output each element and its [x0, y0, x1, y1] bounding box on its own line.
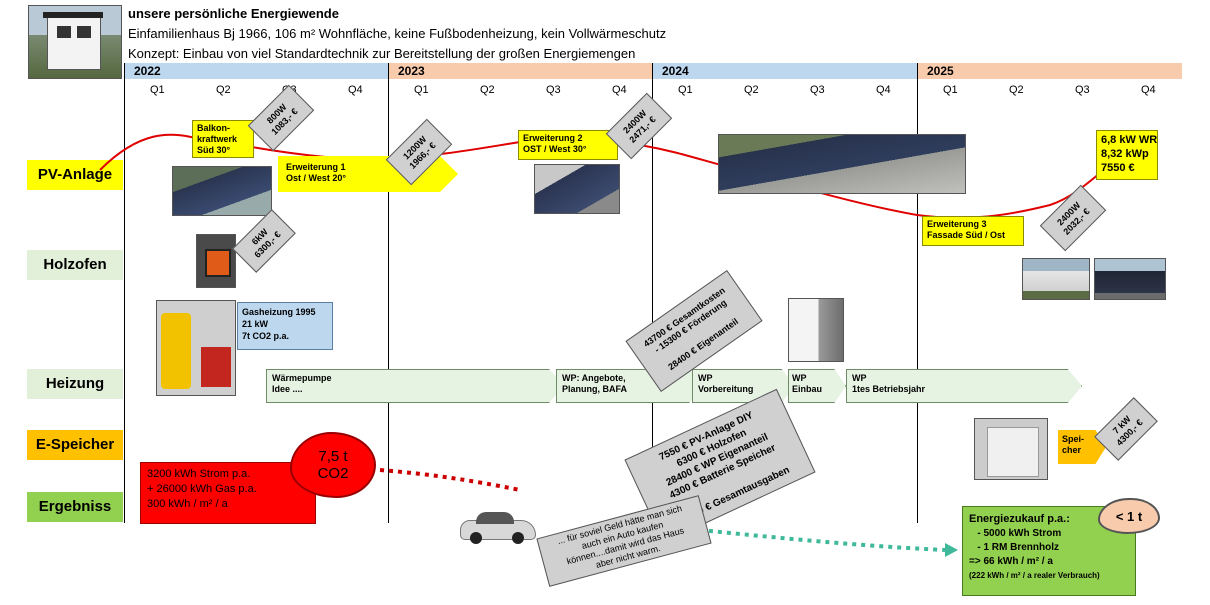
- holzofen-photo: [196, 234, 236, 288]
- ergebnis-before-box: 3200 kWh Strom p.a. + 26000 kWh Gas p.a.…: [140, 462, 316, 524]
- heizung-step-angebote-arrow: [556, 369, 704, 403]
- q4-2022: Q4: [348, 84, 363, 96]
- year-2025: 2025: [917, 63, 1182, 79]
- small-co2-cloud: < 1 t: [1098, 498, 1160, 534]
- year-2023: 2023: [388, 63, 652, 79]
- q2-2025: Q2: [1009, 84, 1024, 96]
- row-label-speicher: E-Speicher: [27, 430, 123, 460]
- speicher-photo: [974, 418, 1048, 480]
- divider-2022: [124, 63, 125, 523]
- small-co2-cloud-text: < 1 t: [1115, 508, 1143, 524]
- heizung-step-betrieb: WP 1tes Betriebsjahr: [852, 373, 926, 394]
- co2-dotted-line: [379, 468, 521, 492]
- subtitle-house: Einfamilienhaus Bj 1966, 106 m² Wohnfläc…: [128, 26, 667, 41]
- divider-2024: [652, 63, 653, 523]
- result-arrowhead: [945, 543, 958, 557]
- q3-2023: Q3: [546, 84, 561, 96]
- after-lines: - 5000 kWh Strom - 1 RM Brennholz => 66 …: [969, 528, 1062, 567]
- heizung-step-vorbereitung: WP Vorbereitung: [698, 373, 754, 394]
- pv-erw2-photo: [534, 164, 620, 214]
- q4-2024: Q4: [876, 84, 891, 96]
- q4-2023: Q4: [612, 84, 627, 96]
- pv-facade-photo-2: [1094, 258, 1166, 300]
- gasheizung-photo: [156, 300, 236, 396]
- divider-2025: [917, 63, 918, 523]
- row-label-holzofen: Holzofen: [27, 250, 123, 280]
- after-note: (222 kWh / m² / a realer Verbrauch): [969, 571, 1100, 580]
- house-photo: [28, 5, 122, 79]
- q3-2025: Q3: [1075, 84, 1090, 96]
- q1-2023: Q1: [414, 84, 429, 96]
- pv-erweiterung3-box: Erweiterung 3 Fassade Süd / Ost: [922, 216, 1024, 246]
- speicher-label-arrow: Spei- cher: [1058, 430, 1106, 464]
- q2-2024: Q2: [744, 84, 759, 96]
- q4-2025: Q4: [1141, 84, 1156, 96]
- pv-balkon-photo: [172, 166, 272, 216]
- row-label-heizung: Heizung: [27, 369, 123, 399]
- result-dotted-arrow: [699, 528, 946, 552]
- co2-cloud: 7,5 t CO2: [290, 432, 376, 498]
- after-title: Energiezukauf p.a.:: [969, 513, 1070, 525]
- ergebnis-after-box: Energiezukauf p.a.: - 5000 kWh Strom - 1…: [962, 506, 1136, 596]
- row-label-ergebnis: Ergebniss: [27, 492, 123, 522]
- row-label-pv: PV-Anlage: [27, 160, 123, 190]
- wp-indoor-photo: [788, 298, 844, 362]
- pv-summary-box: 6,8 kW WR 8,32 kWp 7550 €: [1096, 130, 1158, 180]
- q2-2023: Q2: [480, 84, 495, 96]
- divider-2023: [388, 63, 389, 523]
- heizung-step-idea-arrow: [266, 369, 564, 403]
- q1-2024: Q1: [678, 84, 693, 96]
- q1-2025: Q1: [943, 84, 958, 96]
- gasheizung-box: Gasheizung 1995 21 kW 7t CO2 p.a.: [237, 302, 333, 350]
- page-title: unsere persönliche Energiewende: [128, 6, 339, 21]
- heizung-step-einbau-arrow: [788, 369, 846, 403]
- q1-2022: Q1: [150, 84, 165, 96]
- subtitle-concept: Konzept: Einbau von viel Standardtechnik…: [128, 46, 636, 61]
- car-photo: [460, 508, 536, 544]
- heizung-step-idea: Wärmepumpe Idee ....: [272, 373, 332, 394]
- q2-2022: Q2: [216, 84, 231, 96]
- pv-erweiterung2-box: Erweiterung 2 OST / West 30°: [518, 130, 618, 160]
- pv-facade-photo-1: [1022, 258, 1090, 300]
- year-2022: 2022: [124, 63, 388, 79]
- pv-erweiterung1-label: Erweiterung 1 Ost / West 20°: [286, 162, 346, 183]
- heizung-step-betrieb-arrow: [846, 369, 1082, 403]
- heizung-step-einbau: WP Einbau: [792, 373, 823, 394]
- q3-2024: Q3: [810, 84, 825, 96]
- pv-balkonkraftwerk-box: Balkon- kraftwerk Süd 30°: [192, 120, 254, 158]
- year-2024: 2024: [652, 63, 917, 79]
- heizung-step-angebote: WP: Angebote, Planung, BAFA: [562, 373, 627, 394]
- co2-cloud-text: 7,5 t CO2: [317, 448, 349, 482]
- pv-roof-photo: [718, 134, 966, 194]
